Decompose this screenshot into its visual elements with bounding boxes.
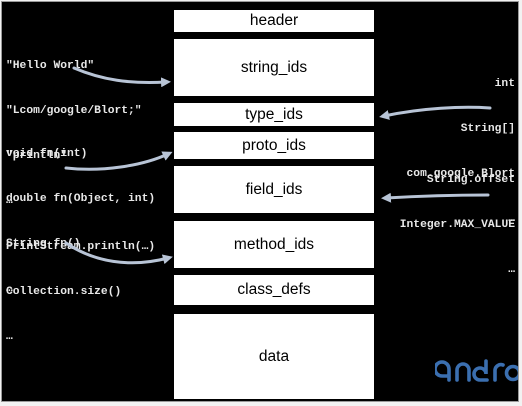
android-logo-icon <box>435 359 518 382</box>
section-label: method_ids <box>233 235 315 253</box>
section-type-ids: type_ids <box>174 103 374 126</box>
annotation-line: … <box>508 264 515 276</box>
annotation-line: int <box>494 78 515 90</box>
section-proto-ids: proto_ids <box>174 132 374 159</box>
arrow-methods <box>64 241 173 265</box>
section-class-defs: class_defs <box>174 275 374 305</box>
section-data: data <box>174 314 374 399</box>
annotation-line: … <box>508 213 515 225</box>
annotation-line: String[] <box>460 123 515 135</box>
section-string-ids: string_ids <box>174 39 374 96</box>
section-label: header <box>249 12 299 29</box>
section-label: class_defs <box>237 281 311 298</box>
section-label: type_ids <box>245 105 303 123</box>
strings-annotation: "Hello World" "Lcom/google/Blort;" "prin… <box>6 29 142 239</box>
section-label: data <box>258 347 290 365</box>
annotation-line: "Hello World" <box>6 60 95 72</box>
protos-annotation: void fn(int) double fn(Object, int) Stri… <box>6 117 155 327</box>
section-label: field_ids <box>245 180 303 198</box>
annotation-line: double fn(Object, int) <box>6 193 156 205</box>
arrow-strings <box>72 66 171 88</box>
annotation-line: … <box>6 283 13 295</box>
annotation-line: … <box>6 331 13 343</box>
annotation-line: "println" <box>6 150 68 162</box>
annotation-line: … <box>6 195 13 207</box>
annotation-line: Collection.size() <box>6 286 122 298</box>
section-label: string_ids <box>240 58 308 76</box>
types-annotation: int String[] com.google.Blort … <box>407 47 515 257</box>
section-method-ids: method_ids <box>174 221 374 268</box>
arrow-fields <box>381 192 490 203</box>
annotation-line: Integer.MAX_VALUE <box>399 219 515 231</box>
section-header: header <box>174 10 374 32</box>
annotation-line: void fn(int) <box>6 148 88 160</box>
annotation-line: com.google.Blort <box>406 168 515 180</box>
methods-annotation: PrintStream.println(…) Collection.size()… <box>6 210 155 375</box>
arrows-layer <box>64 66 492 265</box>
annotation-line: PrintStream.println(…) <box>6 241 156 253</box>
arrow-protos <box>64 151 173 171</box>
section-field-ids: field_ids <box>174 166 374 213</box>
section-label: proto_ids <box>242 136 306 154</box>
fields-annotation: String.offset Integer.MAX_VALUE … <box>400 143 515 308</box>
arrow-types <box>379 105 492 120</box>
annotation-line: String.offset <box>426 174 515 186</box>
annotation-line: "Lcom/google/Blort;" <box>6 105 142 117</box>
